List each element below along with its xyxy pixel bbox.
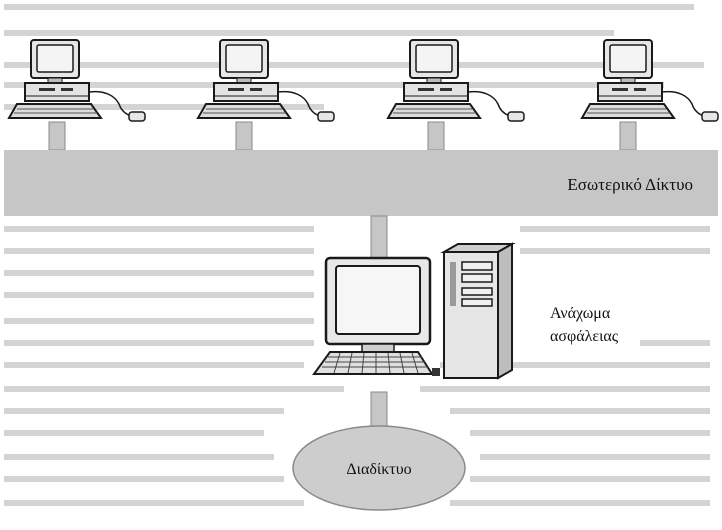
workstation-3-icon: [388, 40, 524, 121]
firewall-tower-icon: [432, 244, 512, 378]
workstation-2-connector: [236, 122, 252, 150]
firewall-label-line1: Ανάχωμα: [550, 305, 611, 322]
internal-network-label: Εσωτερικό Δίκτυο: [567, 175, 693, 194]
bus-to-firewall-connector: [371, 216, 387, 260]
firewall-to-internet-connector: [371, 392, 387, 430]
firewall-keyboard-icon: [314, 352, 432, 374]
firewall-monitor-icon: [326, 258, 430, 362]
workstation-2-icon: [198, 40, 334, 121]
workstation-4-icon: [582, 40, 718, 121]
firewall-label-line2: ασφάλειας: [550, 328, 619, 345]
workstation-3-connector: [428, 122, 444, 150]
workstation-4-connector: [620, 122, 636, 150]
workstation-1-icon: [9, 40, 145, 121]
workstation-1-connector: [49, 122, 65, 150]
internet-label: Διαδίκτυο: [346, 461, 411, 478]
